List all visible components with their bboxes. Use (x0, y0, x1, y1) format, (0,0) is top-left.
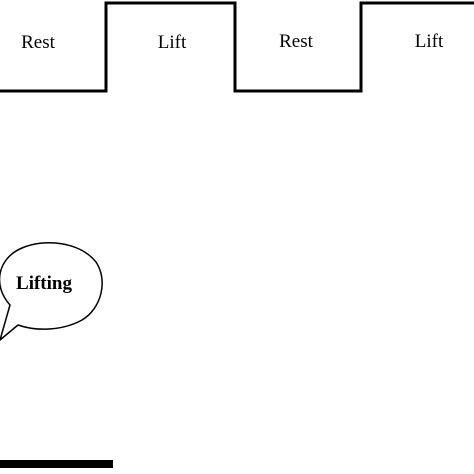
phase-label-rest-2: Rest (279, 31, 314, 52)
speech-bubble-shape (0, 242, 103, 341)
phase-label-lift-2: Lift (415, 31, 444, 52)
baseline-bar (0, 460, 113, 468)
speech-bubble-text: Lifting (16, 273, 72, 294)
speech-bubble: Lifting (0, 242, 103, 341)
phase-label-lift-1: Lift (158, 32, 187, 53)
phase-label-rest-1: Rest (21, 32, 56, 53)
square-wave-line (0, 1, 474, 93)
phase-timeline: Rest Lift Rest Lift (0, 1, 474, 93)
